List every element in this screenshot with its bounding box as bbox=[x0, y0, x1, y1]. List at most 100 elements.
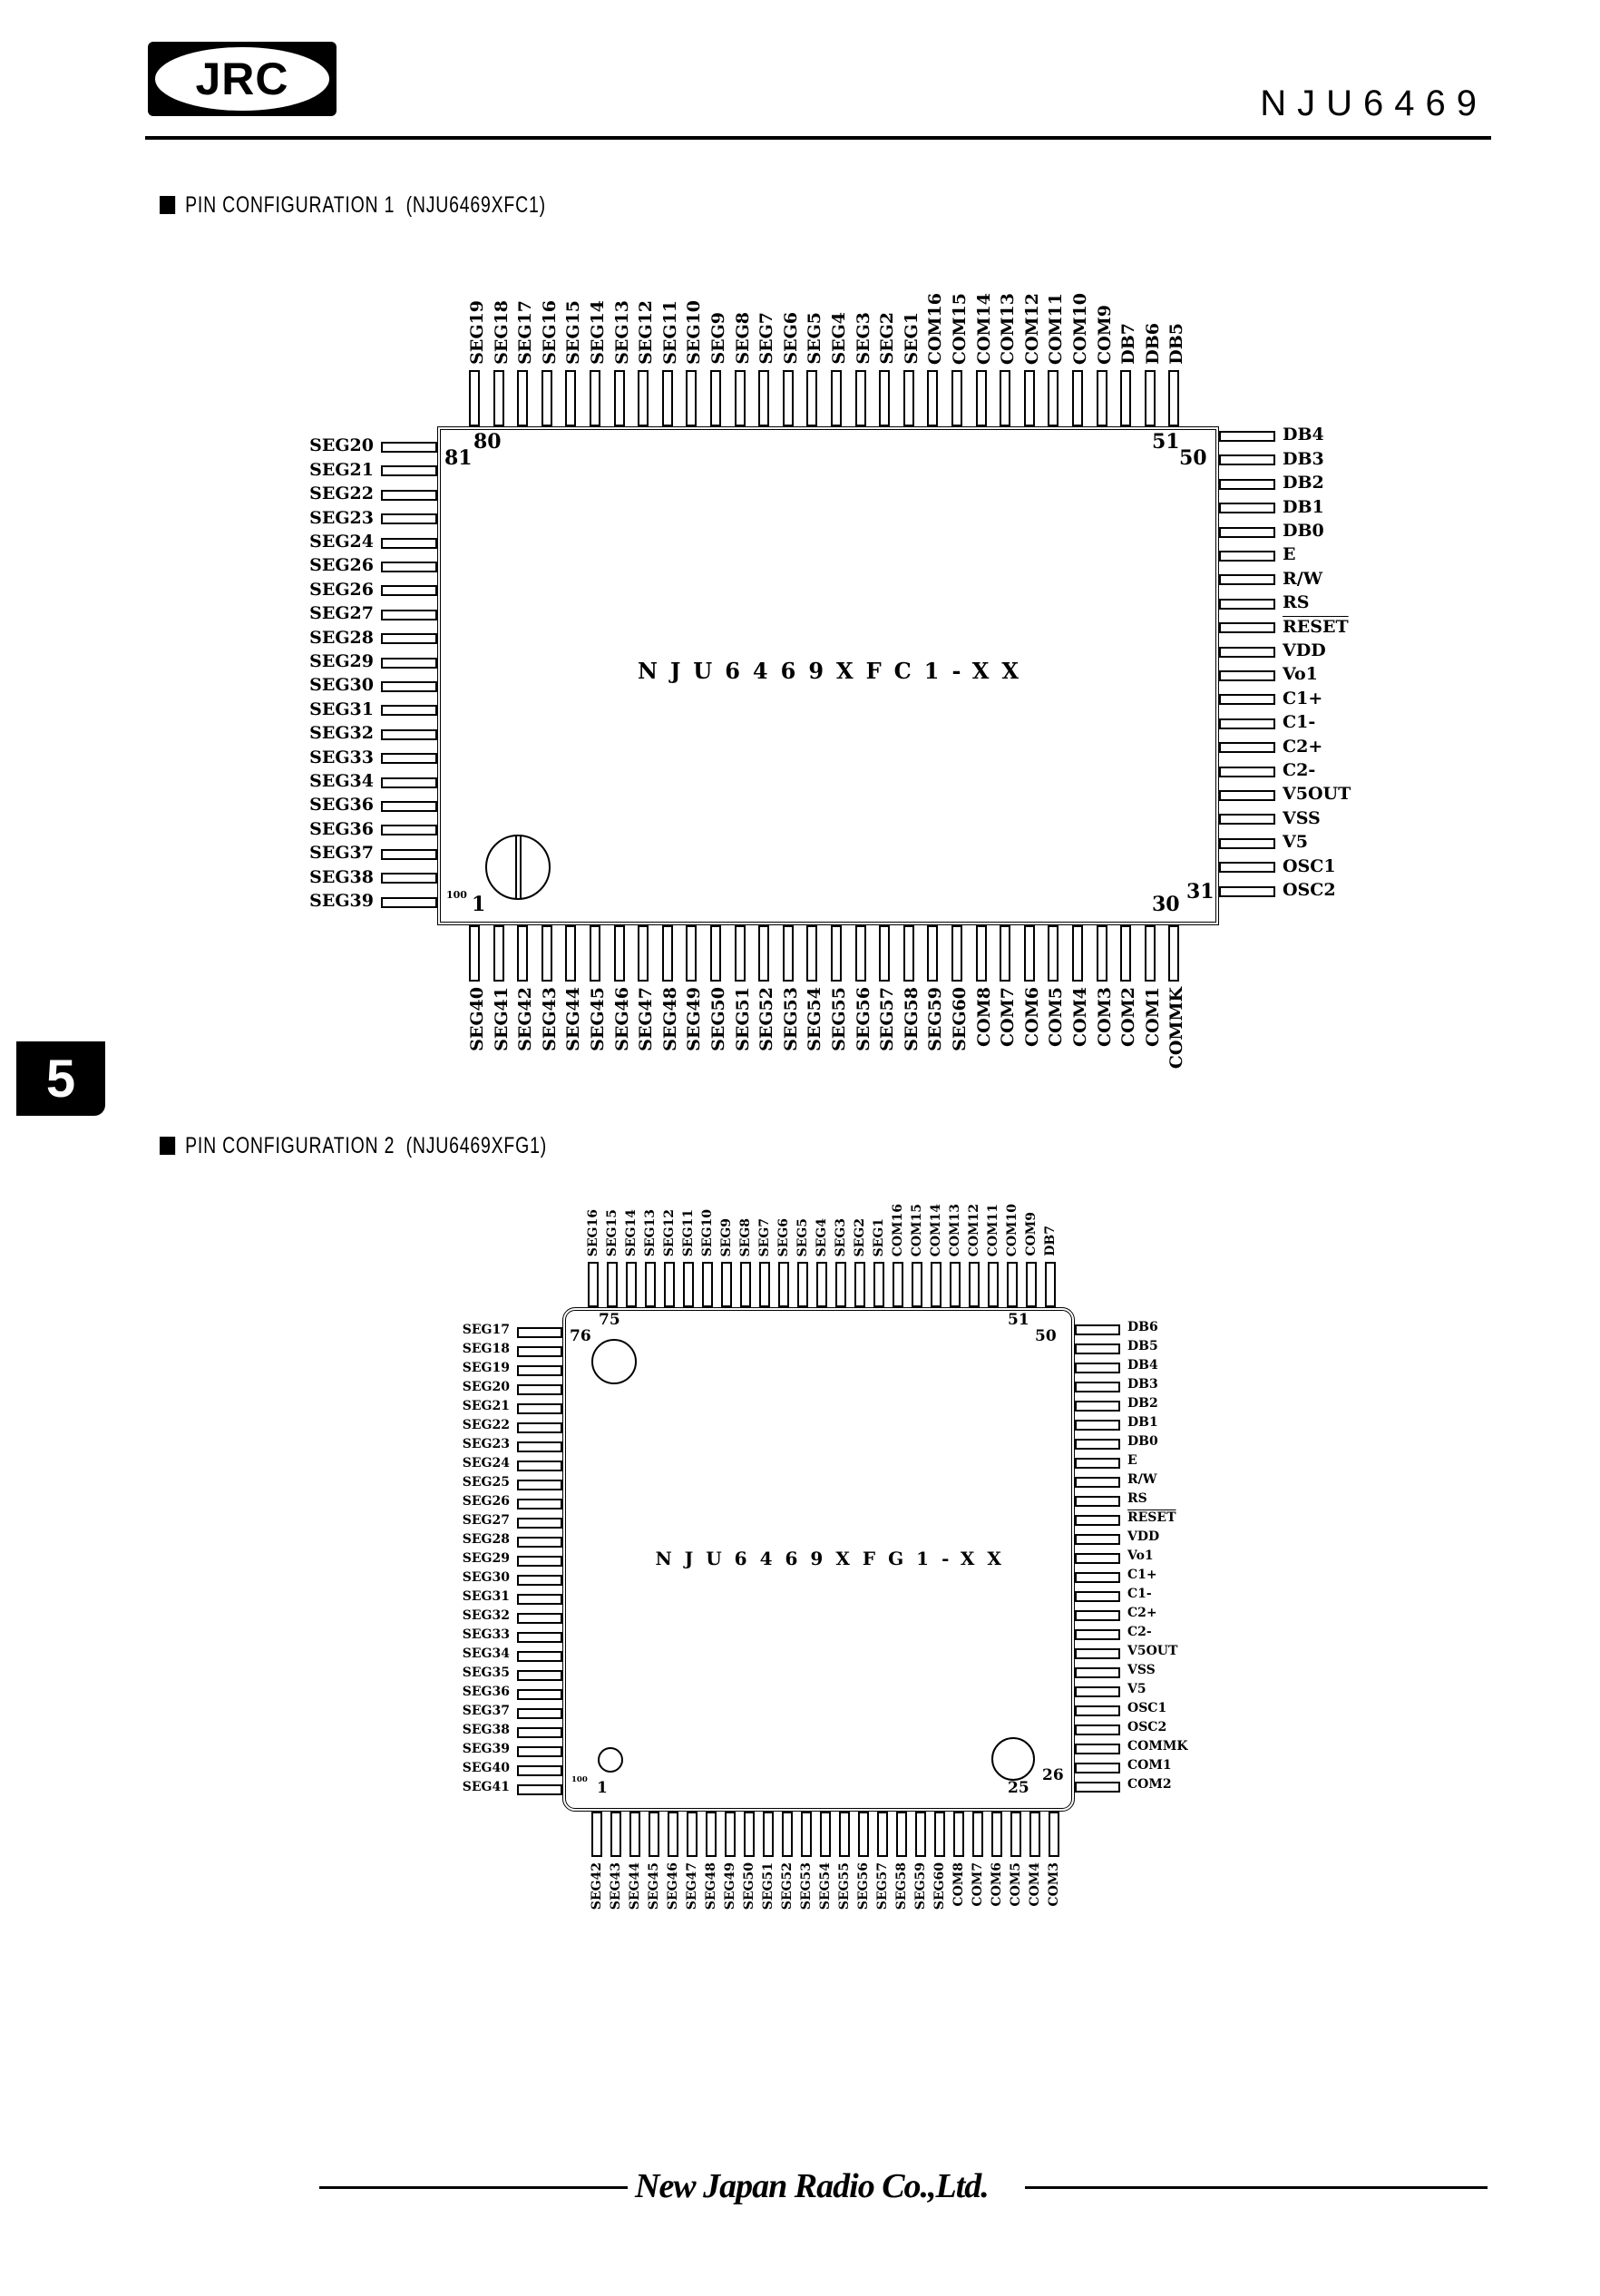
part-number-label: NJU6469XFC1-XX bbox=[638, 658, 1031, 684]
pin-label: DB2 bbox=[1283, 473, 1324, 493]
pin-label: SEG9 bbox=[719, 1217, 734, 1256]
pin-label: V5OUT bbox=[1283, 784, 1351, 805]
pin-c2 bbox=[1219, 742, 1275, 754]
pin-label: SEG50 bbox=[742, 1862, 756, 1910]
pin-com2 bbox=[1075, 1782, 1120, 1793]
pin-vo1 bbox=[1075, 1553, 1120, 1564]
footer-company: New Japan Radio Co.,Ltd. bbox=[635, 2167, 990, 2205]
pin-seg10 bbox=[686, 370, 698, 426]
pin-label: SEG34 bbox=[309, 770, 374, 791]
pin-label: SEG47 bbox=[685, 1862, 699, 1910]
pin-label: OSC1 bbox=[1127, 1701, 1167, 1716]
pin-seg14 bbox=[626, 1262, 637, 1307]
pin-label: SEG26 bbox=[309, 555, 374, 576]
pin-seg54 bbox=[820, 1812, 831, 1857]
pin-rs bbox=[1075, 1496, 1120, 1507]
pin-label: E bbox=[1283, 544, 1296, 565]
pin-label: SEG36 bbox=[462, 1685, 510, 1700]
pin-seg33 bbox=[381, 753, 437, 765]
pin-label: COM2 bbox=[1127, 1777, 1172, 1793]
pin-e bbox=[1075, 1458, 1120, 1469]
pin-seg29 bbox=[381, 657, 437, 669]
pin-seg55 bbox=[839, 1812, 850, 1857]
pin-seg4 bbox=[831, 370, 842, 426]
pin-seg22 bbox=[381, 489, 437, 501]
pin-com1 bbox=[1144, 925, 1156, 982]
pin-label: SEG60 bbox=[932, 1862, 947, 1910]
pin-label: SEG36 bbox=[309, 795, 374, 816]
pin-number-bottom-right-side: 31 bbox=[1186, 880, 1215, 904]
pin-label: SEG48 bbox=[704, 1862, 718, 1910]
chip-body bbox=[437, 426, 1219, 925]
pin-seg23 bbox=[381, 513, 437, 525]
footer-rule-right bbox=[1025, 2186, 1488, 2189]
pin-seg2 bbox=[879, 370, 891, 426]
pin-vdd bbox=[1075, 1534, 1120, 1545]
header-divider bbox=[145, 136, 1491, 140]
pin-seg24 bbox=[381, 537, 437, 549]
pin-number-bottom-left-bottom: 1 bbox=[472, 893, 486, 916]
pin-vss bbox=[1219, 814, 1275, 826]
pin-label: SEG36 bbox=[309, 818, 374, 839]
pin-rw bbox=[1219, 574, 1275, 586]
pin-seg19 bbox=[469, 370, 480, 426]
pin-seg7 bbox=[758, 370, 770, 426]
pin-seg13 bbox=[613, 370, 625, 426]
pin-seg13 bbox=[645, 1262, 656, 1307]
pin-label: COM16 bbox=[891, 1203, 905, 1256]
pin-seg15 bbox=[607, 1262, 618, 1307]
index-mark-corner-icon bbox=[991, 1737, 1035, 1781]
pin-seg60 bbox=[934, 1812, 945, 1857]
pin-vo1 bbox=[1219, 670, 1275, 681]
pin-seg16 bbox=[588, 1262, 599, 1307]
pin-label: SEG10 bbox=[700, 1208, 715, 1256]
pin-seg38 bbox=[381, 873, 437, 884]
pin-seg53 bbox=[782, 925, 794, 982]
pin-com6 bbox=[1023, 925, 1035, 982]
pin-label: COM1 bbox=[1127, 1758, 1172, 1773]
pin-label: SEG23 bbox=[309, 507, 374, 528]
pin-com15 bbox=[951, 370, 962, 426]
pin-label: SEG19 bbox=[462, 1361, 510, 1376]
pin-label: SEG37 bbox=[309, 843, 374, 864]
pin-label: SEG22 bbox=[462, 1418, 510, 1433]
pin-label: SEG40 bbox=[462, 1761, 510, 1776]
pin-seg46 bbox=[613, 925, 625, 982]
pin-seg25 bbox=[517, 1480, 562, 1490]
pin-label: SEG54 bbox=[818, 1862, 833, 1910]
pin-number-bottom-left-side: 100 bbox=[446, 889, 467, 901]
pin-label: SEG20 bbox=[462, 1380, 510, 1395]
jrc-logo: JRC bbox=[148, 42, 337, 116]
pin-seg44 bbox=[629, 1812, 640, 1857]
pin-seg23 bbox=[517, 1441, 562, 1452]
pin-label: C2+ bbox=[1127, 1606, 1157, 1621]
pin-label: SEG53 bbox=[799, 1862, 814, 1910]
pin-number-top-right-side: 50 bbox=[1179, 446, 1207, 470]
part-number-label: NJU6469XFG1-XX bbox=[655, 1548, 1014, 1569]
pin-number-top-left-top: 80 bbox=[473, 430, 502, 454]
pin-label: C2- bbox=[1127, 1625, 1152, 1640]
pin-label: COM3 bbox=[1047, 1862, 1061, 1907]
pin-c1 bbox=[1075, 1572, 1120, 1583]
pin-label: COM9 bbox=[1024, 1212, 1039, 1256]
pin-seg14 bbox=[590, 370, 600, 426]
pin-label: RESET bbox=[1127, 1510, 1176, 1526]
pin-label: RS bbox=[1127, 1491, 1147, 1507]
pin-seg58 bbox=[896, 1812, 907, 1857]
pin-label: SEG33 bbox=[309, 747, 374, 767]
pin-number-top-left-side: 81 bbox=[444, 446, 473, 470]
bullet-square-icon bbox=[160, 196, 176, 214]
pin-seg9 bbox=[710, 370, 721, 426]
pin-label: SEG31 bbox=[309, 699, 374, 719]
pin-seg4 bbox=[816, 1262, 827, 1307]
pin-label: SEG27 bbox=[462, 1513, 510, 1529]
pin-label: DB5 bbox=[1127, 1339, 1158, 1354]
pin-label: SEG3 bbox=[834, 1217, 848, 1256]
pin-label: DB3 bbox=[1127, 1377, 1158, 1392]
pin-label: SEG39 bbox=[462, 1742, 510, 1757]
pin-label: V5OUT bbox=[1127, 1644, 1178, 1659]
pin-seg3 bbox=[835, 1262, 846, 1307]
pin-seg37 bbox=[381, 848, 437, 860]
pin-com7 bbox=[972, 1812, 983, 1857]
